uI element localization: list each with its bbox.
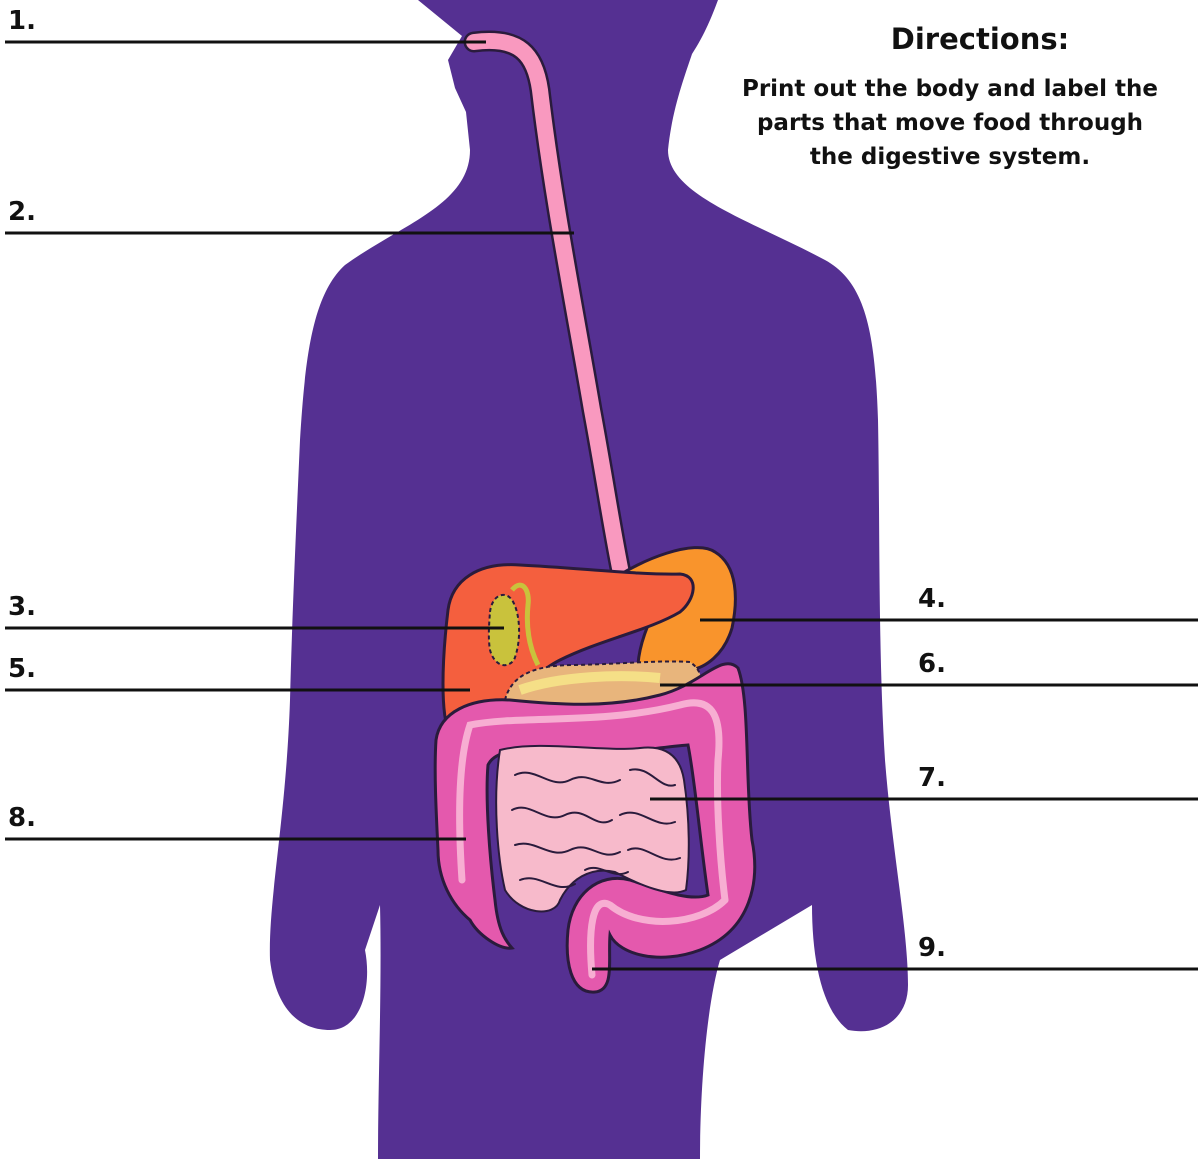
label-4: 4. [918,584,946,614]
label-3: 3. [8,592,36,622]
directions-title: Directions: [780,22,1180,56]
directions-line-3: the digestive system. [700,140,1198,174]
label-8: 8. [8,803,36,833]
directions-line-2: parts that move food through [700,106,1198,140]
label-6: 6. [918,649,946,679]
directions-line-1: Print out the body and label the [700,72,1198,106]
label-5: 5. [8,654,36,684]
directions-text: Print out the body and label the parts t… [700,72,1198,174]
gallbladder [489,595,519,665]
label-2: 2. [8,197,36,227]
label-7: 7. [918,763,946,793]
label-1: 1. [8,6,36,36]
label-9: 9. [918,933,946,963]
